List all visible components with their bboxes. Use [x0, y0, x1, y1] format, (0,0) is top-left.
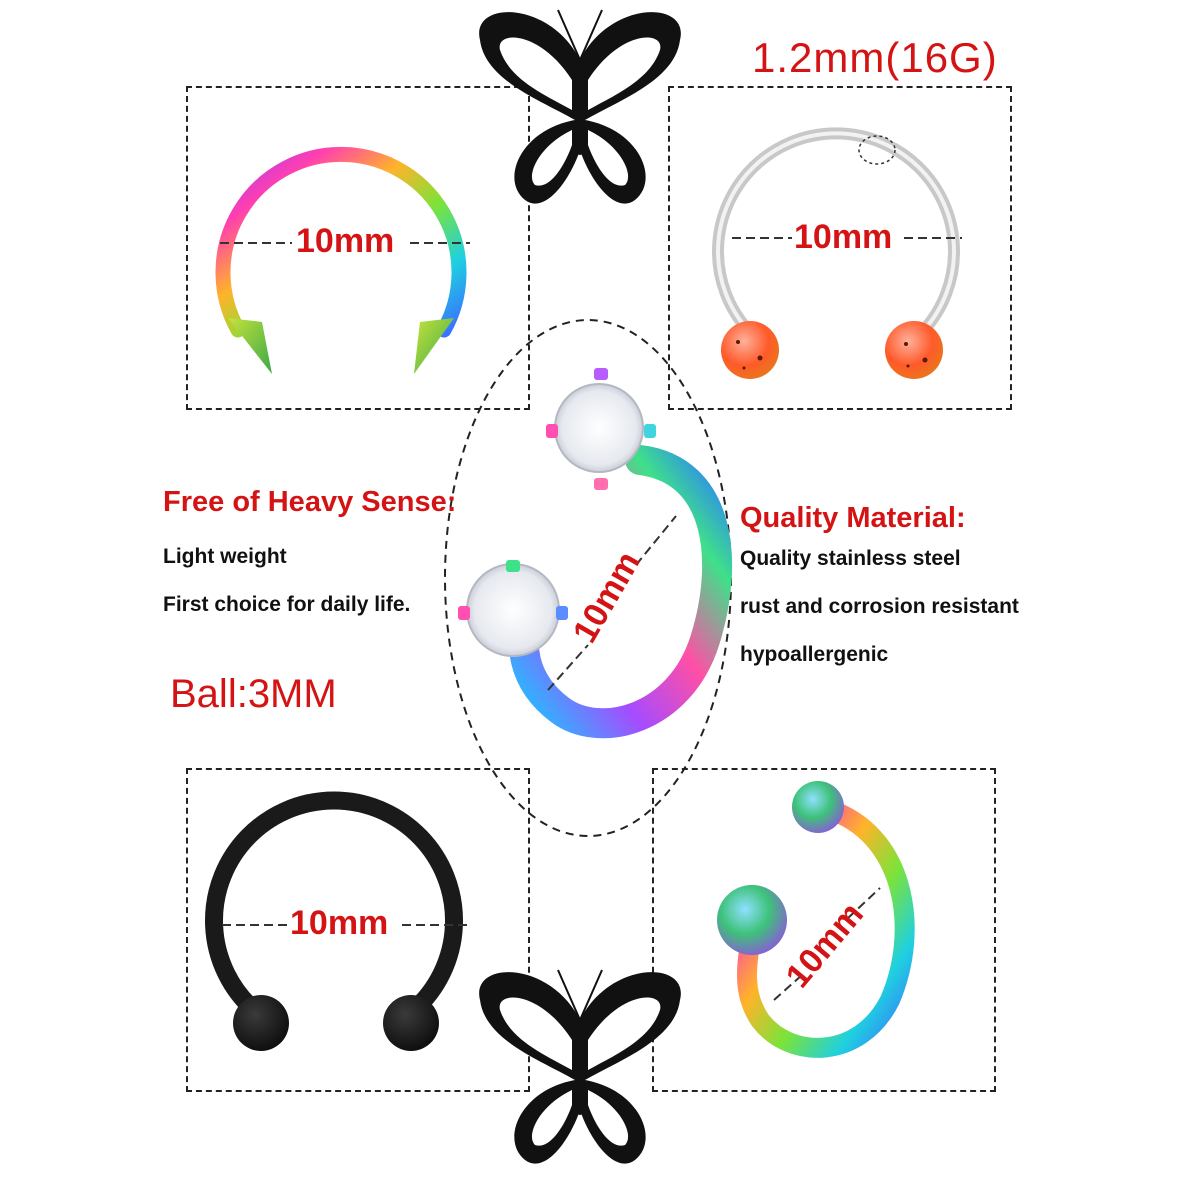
rainbow-spike-ring [215, 147, 467, 374]
ball-size-label: Ball:3MM [170, 672, 337, 716]
left-panel-heading: Free of Heavy Sense: [163, 486, 457, 518]
right-panel-line-3: hypoallergenic [740, 643, 889, 666]
rainbow-gem-twist-ring [458, 368, 733, 739]
ring-2-measure: 10mm [794, 218, 893, 256]
frame-top-left [186, 86, 530, 410]
ring-1-measure: 10mm [296, 222, 395, 260]
butterfly-bottom-icon [479, 969, 681, 1164]
measure-lines [220, 237, 962, 1001]
left-panel-line-1: Light weight [163, 545, 287, 568]
right-panel-heading: Quality Material: [740, 502, 966, 534]
frame-bottom-right [652, 768, 996, 1092]
ring-4-measure: 10mm [290, 904, 389, 942]
right-panel-line-1: Quality stainless steel [740, 547, 961, 570]
butterfly-top-icon [479, 9, 681, 204]
rainbow-ball-twist-ring [717, 781, 915, 1058]
gauge-label: 1.2mm(16G) [752, 34, 998, 81]
frame-top-right [668, 86, 1012, 410]
black-ball-ring [205, 791, 463, 1051]
right-panel-line-2: rust and corrosion resistant [740, 595, 1019, 618]
frame-bottom-left [186, 768, 530, 1092]
left-panel-line-2: First choice for daily life. [163, 593, 411, 616]
silver-orange-ring [712, 127, 960, 379]
